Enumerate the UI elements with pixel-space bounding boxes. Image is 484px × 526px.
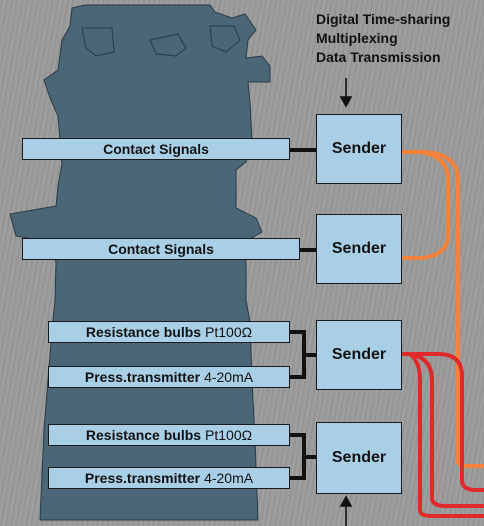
title-line-1: Digital Time-sharing [316, 11, 451, 27]
signal-unit: Pt100Ω [205, 427, 253, 443]
signal-unit: 4-20mA [204, 470, 254, 486]
signal-box-contact-1: Contact Signals [22, 138, 290, 160]
signal-name: Resistance bulbs [85, 427, 202, 443]
signal-name: Contact Signals [103, 141, 209, 157]
diagram-title: Digital Time-sharing Multiplexing Data T… [316, 10, 450, 67]
title-line-2: Multiplexing [316, 30, 398, 46]
sender-box-3: Sender [316, 320, 402, 390]
connectors [290, 148, 318, 480]
signal-box-resistance-1: Resistance bulbs Pt100Ω [48, 321, 290, 343]
input-arrows [339, 78, 353, 526]
signal-box-press-2: Press.transmitter 4-20mA [48, 467, 290, 489]
signal-unit: Pt100Ω [205, 324, 253, 340]
arrow-down-icon [339, 96, 353, 108]
signal-box-press-1: Press.transmitter 4-20mA [48, 366, 290, 388]
sender-box-2: Sender [316, 214, 402, 284]
sender-box-4: Sender [316, 422, 402, 494]
signal-name: Contact Signals [108, 241, 214, 257]
signal-name: Press.transmitter [84, 369, 201, 385]
signal-unit: 4-20mA [204, 369, 254, 385]
signal-box-contact-2: Contact Signals [22, 238, 300, 260]
arrow-up-icon [339, 495, 353, 507]
title-line-3: Data Transmission [316, 49, 441, 65]
red-lines [402, 352, 484, 518]
signal-name: Press.transmitter [84, 470, 201, 486]
signal-box-resistance-2: Resistance bulbs Pt100Ω [48, 424, 290, 446]
signal-name: Resistance bulbs [85, 324, 202, 340]
sender-box-1: Sender [316, 114, 402, 184]
orange-lines [402, 150, 484, 468]
